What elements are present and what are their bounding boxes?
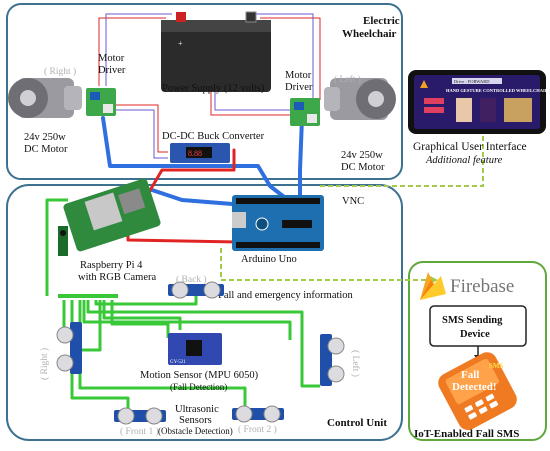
raspberry-pi [58,178,161,256]
fall-line1: Fall [461,369,479,381]
motor-right-tag: ( Right ) [44,66,76,77]
sensor-left-tag: ( Left ) [350,350,361,377]
dc-motor-right [8,78,82,118]
motor-left-tag: ( Left ) [334,74,361,85]
motor-right-line2: DC Motor [24,144,68,155]
svg-text:+: + [178,39,183,48]
wheelchair-title-1: Electric [363,15,400,27]
buck-converter: 8.88 [170,143,230,163]
sms-line2: Device [460,329,490,340]
gui-label: Graphical User Interface [413,141,527,153]
fall-line2: Detected! [452,381,497,393]
phone-icon [438,352,517,430]
ultra-line2: Sensors [179,415,212,426]
buck-converter-label: DC-DC Buck Converter [162,131,265,142]
ultrasonic-front-2 [232,405,284,423]
sensor-front2-tag: ( Front 2 ) [238,424,277,435]
motor-driver-right [290,98,320,126]
motor-driver-left [86,88,116,116]
sms-device-box [429,305,527,347]
svg-text:8.88: 8.88 [188,149,202,158]
gui-screen-title: HAND GESTURE CONTROLLED WHEELCHAIR [446,88,549,93]
motor-left-line1: 24v 250w [341,150,383,161]
sms-tag: SMS [489,362,504,370]
driver-left-line1: Motor [98,53,125,64]
control-unit-title: Control Unit [327,417,387,429]
mpu6050-board: GY-521 [168,333,222,365]
sensor-right-tag: ( Right ) [39,348,50,380]
firebase-label: Firebase [450,276,514,297]
driver-left-line2: Driver [98,65,126,76]
sms-line1: SMS Sending [442,315,503,326]
arduino-board [232,195,324,251]
motor-left-line2: DC Motor [341,162,385,173]
ultrasonic-right [56,322,82,374]
fall-info-label: Fall and emergency information [218,290,354,301]
driver-right-line1: Motor [285,70,312,81]
firebase-icon [420,272,446,300]
pi-line2: with RGB Camera [78,272,156,283]
dc-motor-left [324,78,396,120]
gui-screen-status: Drive : FORWARD [454,79,490,84]
pi-line1: Raspberry Pi 4 [80,260,143,271]
motor-right-line1: 24v 250w [24,132,66,143]
ultrasonic-front-1 [114,407,166,425]
iot-title: IoT-Enabled Fall SMS [414,428,519,440]
arduino-label: Arduino Uno [241,254,297,265]
motion-line2: (Fall Detection) [170,382,227,392]
gui-tablet: Drive : FORWARD HAND GESTURE CONTROLLED … [408,70,549,134]
ultra-line3: (Obstacle Detection) [158,426,233,436]
power-supply-label: Power Supply (12 volts) [162,83,265,94]
mpu-chip-label: GY-521 [170,360,186,365]
gui-sublabel: Additional feature [425,155,503,166]
power-wires [98,13,321,159]
battery: + [161,11,271,92]
motion-line1: Motion Sensor (MPU 6050) [140,370,259,381]
dashed-links [220,128,484,281]
sensor-back-tag: ( Back ) [176,274,207,285]
ultrasonic-left [320,334,345,386]
wheelchair-title-2: Wheelchair [342,28,396,40]
sensor-front1-tag: ( Front 1 ) [120,426,159,437]
vnc-label: VNC [342,196,364,207]
ultrasonic-back [168,281,224,299]
driver-right-line2: Driver [285,82,313,93]
ultra-line1: Ultrasonic [175,404,219,415]
